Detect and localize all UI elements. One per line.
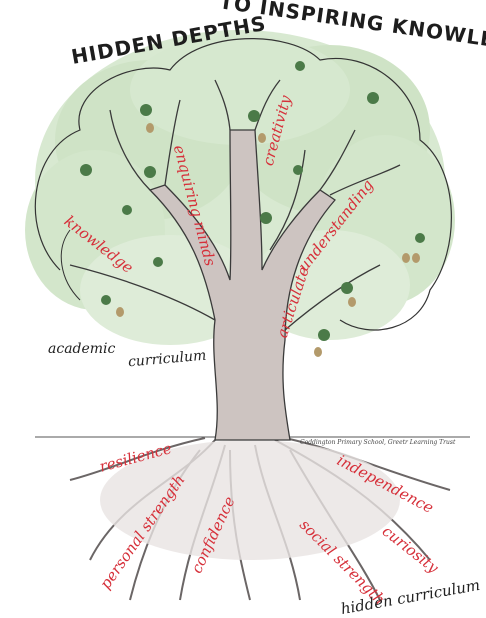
label-academic: academic — [48, 342, 115, 356]
credit-text: Coddington Primary School, Greetr Learni… — [300, 440, 455, 446]
